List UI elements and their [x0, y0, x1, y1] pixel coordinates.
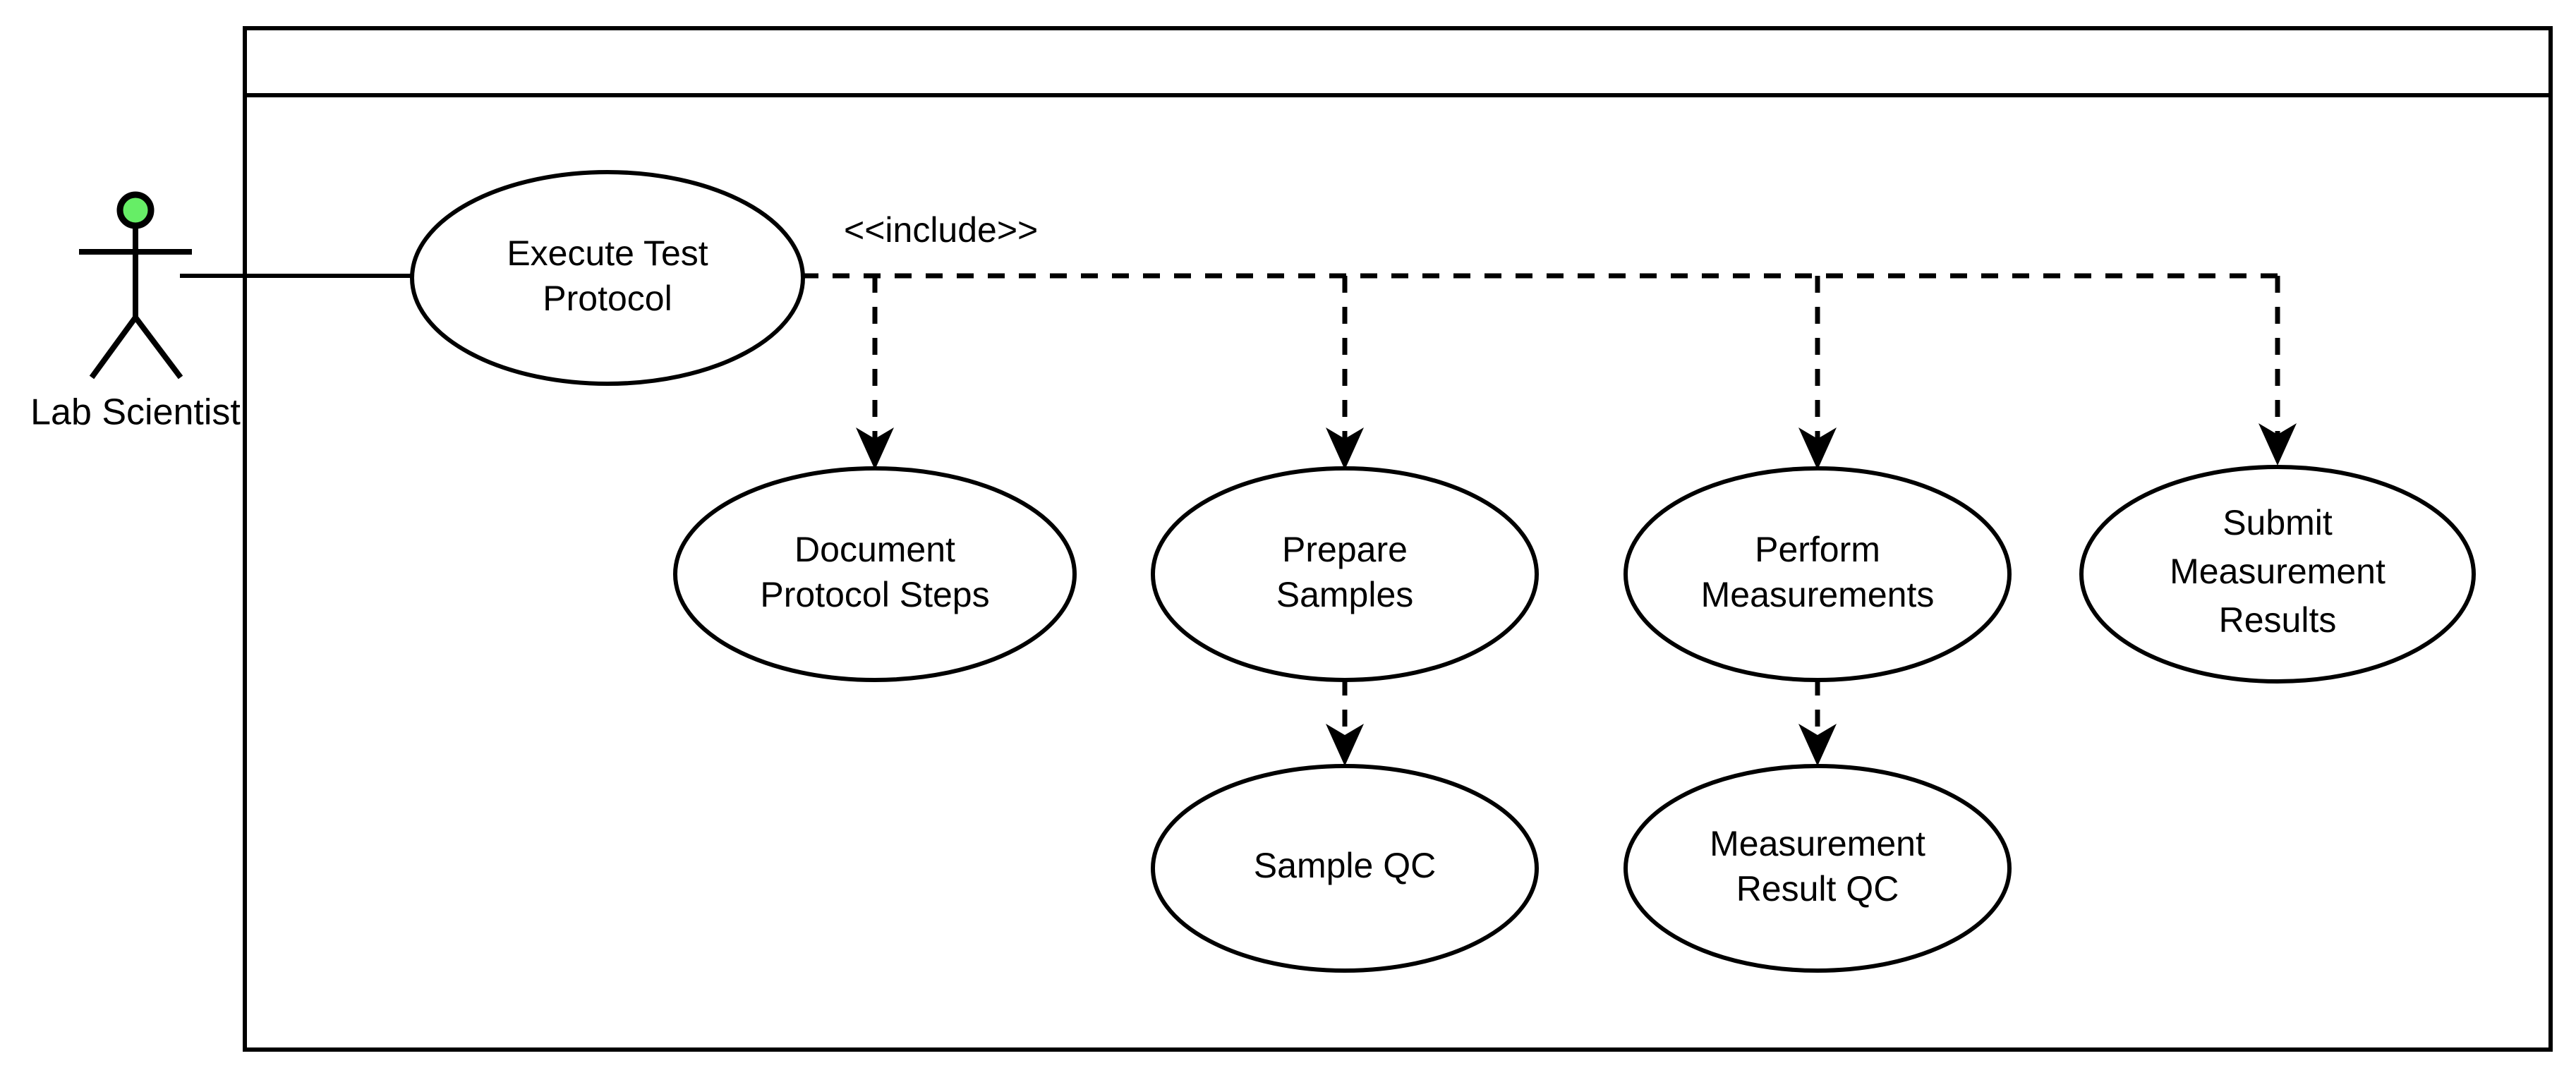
use-case-label-line-3: Results [2219, 600, 2337, 640]
include-arrowhead-icon [1326, 724, 1364, 766]
use-case-label-line-1: Submit [2223, 503, 2333, 542]
use-case-label-line-2: Measurements [1701, 575, 1935, 614]
include-stereotype-label: <<include>> [844, 210, 1038, 250]
use-case-document-protocol-steps[interactable]: Document Protocol Steps [673, 466, 1077, 682]
use-case-ellipse [2079, 465, 2476, 684]
actor-head-icon [116, 191, 155, 229]
use-case-label-line-1: Measurement [1710, 824, 1925, 863]
use-case-ellipse [410, 170, 805, 386]
include-prepare-samples-to-sample-qc[interactable] [1326, 679, 1364, 766]
use-case-ellipse [1151, 466, 1539, 682]
use-case-label-line-1: Sample QC [1254, 846, 1436, 885]
include-arrowhead-icon [1326, 427, 1364, 470]
use-case-ellipse [1151, 764, 1539, 973]
include-branch-prepare-samples[interactable] [1326, 276, 1364, 470]
include-arrowhead-icon [856, 427, 894, 470]
use-case-label-line-1: Document [794, 530, 955, 569]
use-case-label-line-2: Protocol [543, 279, 672, 318]
use-case-label-line-1: Perform [1755, 530, 1880, 569]
use-case-ellipse [1623, 764, 2012, 973]
use-case-execute-test-protocol[interactable]: Execute Test Protocol [410, 170, 805, 386]
use-case-perform-measurements[interactable]: Perform Measurements [1623, 466, 2012, 682]
use-case-ellipse [673, 466, 1077, 682]
include-arrowhead-icon [1798, 427, 1837, 470]
actor-left-leg-icon [89, 315, 138, 379]
use-case-label-line-1: Prepare [1282, 530, 1408, 569]
use-case-label-line-1: Execute Test [507, 233, 708, 273]
use-case-label-line-2: Protocol Steps [760, 575, 989, 614]
use-case-measurement-result-qc[interactable]: Measurement Result QC [1623, 764, 2012, 973]
include-branch-perform-measurements[interactable] [1798, 276, 1837, 470]
actor-label: Lab Scientist [30, 392, 241, 433]
include-perform-measurements-to-measurement-result-qc[interactable] [1798, 679, 1837, 766]
use-case-submit-measurement-results[interactable]: Submit Measurement Results [2079, 465, 2476, 684]
use-case-label-line-2: Samples [1276, 575, 1414, 614]
use-case-prepare-samples[interactable]: Prepare Samples [1151, 466, 1539, 682]
include-arrowhead-icon [1798, 724, 1837, 766]
include-branch-document-protocol-steps[interactable] [856, 276, 894, 470]
use-case-label-line-2: Result QC [1736, 869, 1899, 909]
use-case-ellipse [1623, 466, 2012, 682]
use-case-sample-qc[interactable]: Sample QC [1151, 764, 1539, 973]
actor-lab-scientist[interactable]: Lab Scientist [30, 191, 241, 433]
include-branch-submit-measurement-results[interactable] [2258, 276, 2297, 466]
include-arrowhead-icon [2258, 423, 2297, 466]
actor-right-leg-icon [133, 315, 183, 379]
use-case-label-line-2: Measurement [2170, 552, 2385, 591]
